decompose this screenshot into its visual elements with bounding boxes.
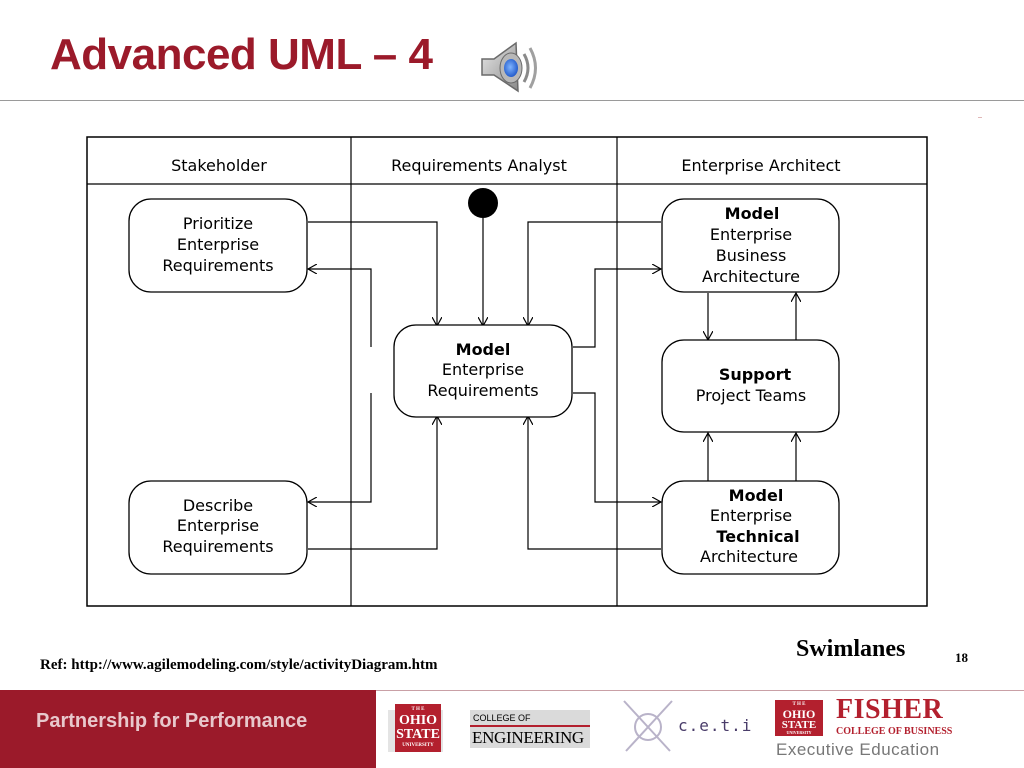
activity-text: Describe xyxy=(183,496,253,515)
footer-tagline: Partnership for Performance xyxy=(36,710,308,732)
activity-describe-requirements xyxy=(128,480,308,575)
college-of-engineering-logo: COLLEGE OF ENGINEERING xyxy=(470,710,590,748)
activity-text: Enterprise xyxy=(710,506,792,525)
initial-node xyxy=(468,188,498,218)
reference-link[interactable]: Ref: http://www.agilemodeling.com/style/… xyxy=(40,657,438,673)
activity-model-business-architecture xyxy=(661,198,840,293)
activity-text: Architecture xyxy=(702,267,800,286)
activity-support-project-teams xyxy=(661,339,840,433)
activity-text: Support xyxy=(719,365,792,384)
activity-prioritize-requirements xyxy=(128,198,308,293)
fisher-logo-name: FISHER xyxy=(836,694,944,725)
page-number: 18 xyxy=(955,650,968,665)
activity-text: Business xyxy=(716,246,787,265)
activity-text: Project Teams xyxy=(696,386,806,405)
activity-text: Enterprise xyxy=(177,516,259,535)
fisher-osu-seal: T H E OHIO STATE UNIVERSITY xyxy=(775,700,823,736)
activity-text: Requirements xyxy=(427,381,538,400)
fisher-executive-education: Executive Education xyxy=(776,740,940,759)
ceti-logo-mark xyxy=(618,697,678,755)
footer-band: Partnership for Performance xyxy=(0,690,376,768)
activity-text: Requirements xyxy=(162,537,273,556)
footer-divider xyxy=(376,690,1024,691)
activity-text: Enterprise xyxy=(442,360,524,379)
activity-diagram: Stakeholder Requirements Analyst Enterpr… xyxy=(86,136,928,608)
activity-text: Model xyxy=(729,486,784,505)
activity-model-technical-architecture xyxy=(661,480,840,575)
activity-text: Model xyxy=(456,340,511,359)
slide-title: Advanced UML – 4 xyxy=(50,30,433,79)
activity-text: Enterprise xyxy=(177,235,259,254)
activity-text: Model xyxy=(725,204,780,223)
lane-header-enterprise-architect: Enterprise Architect xyxy=(681,156,840,175)
title-divider xyxy=(0,100,1024,101)
speaker-icon[interactable] xyxy=(478,37,544,97)
lane-header-requirements-analyst: Requirements Analyst xyxy=(391,156,567,175)
ceti-logo-text: c.e.t.i xyxy=(678,716,753,735)
activity-text: Enterprise xyxy=(710,225,792,244)
osu-logo: T H E OHIO STATE UNIVERSITY xyxy=(395,704,441,752)
decorative-mark xyxy=(978,117,982,118)
activity-text: Prioritize xyxy=(183,214,253,233)
activity-text: Requirements xyxy=(162,256,273,275)
activity-model-enterprise-requirements xyxy=(393,324,573,418)
diagram-caption: Swimlanes xyxy=(796,636,906,662)
fisher-logo-subtitle: COLLEGE OF BUSINESS xyxy=(836,726,953,737)
activity-text: Architecture xyxy=(700,547,798,566)
lane-header-stakeholder: Stakeholder xyxy=(171,156,267,175)
activity-text: Technical xyxy=(716,527,799,546)
